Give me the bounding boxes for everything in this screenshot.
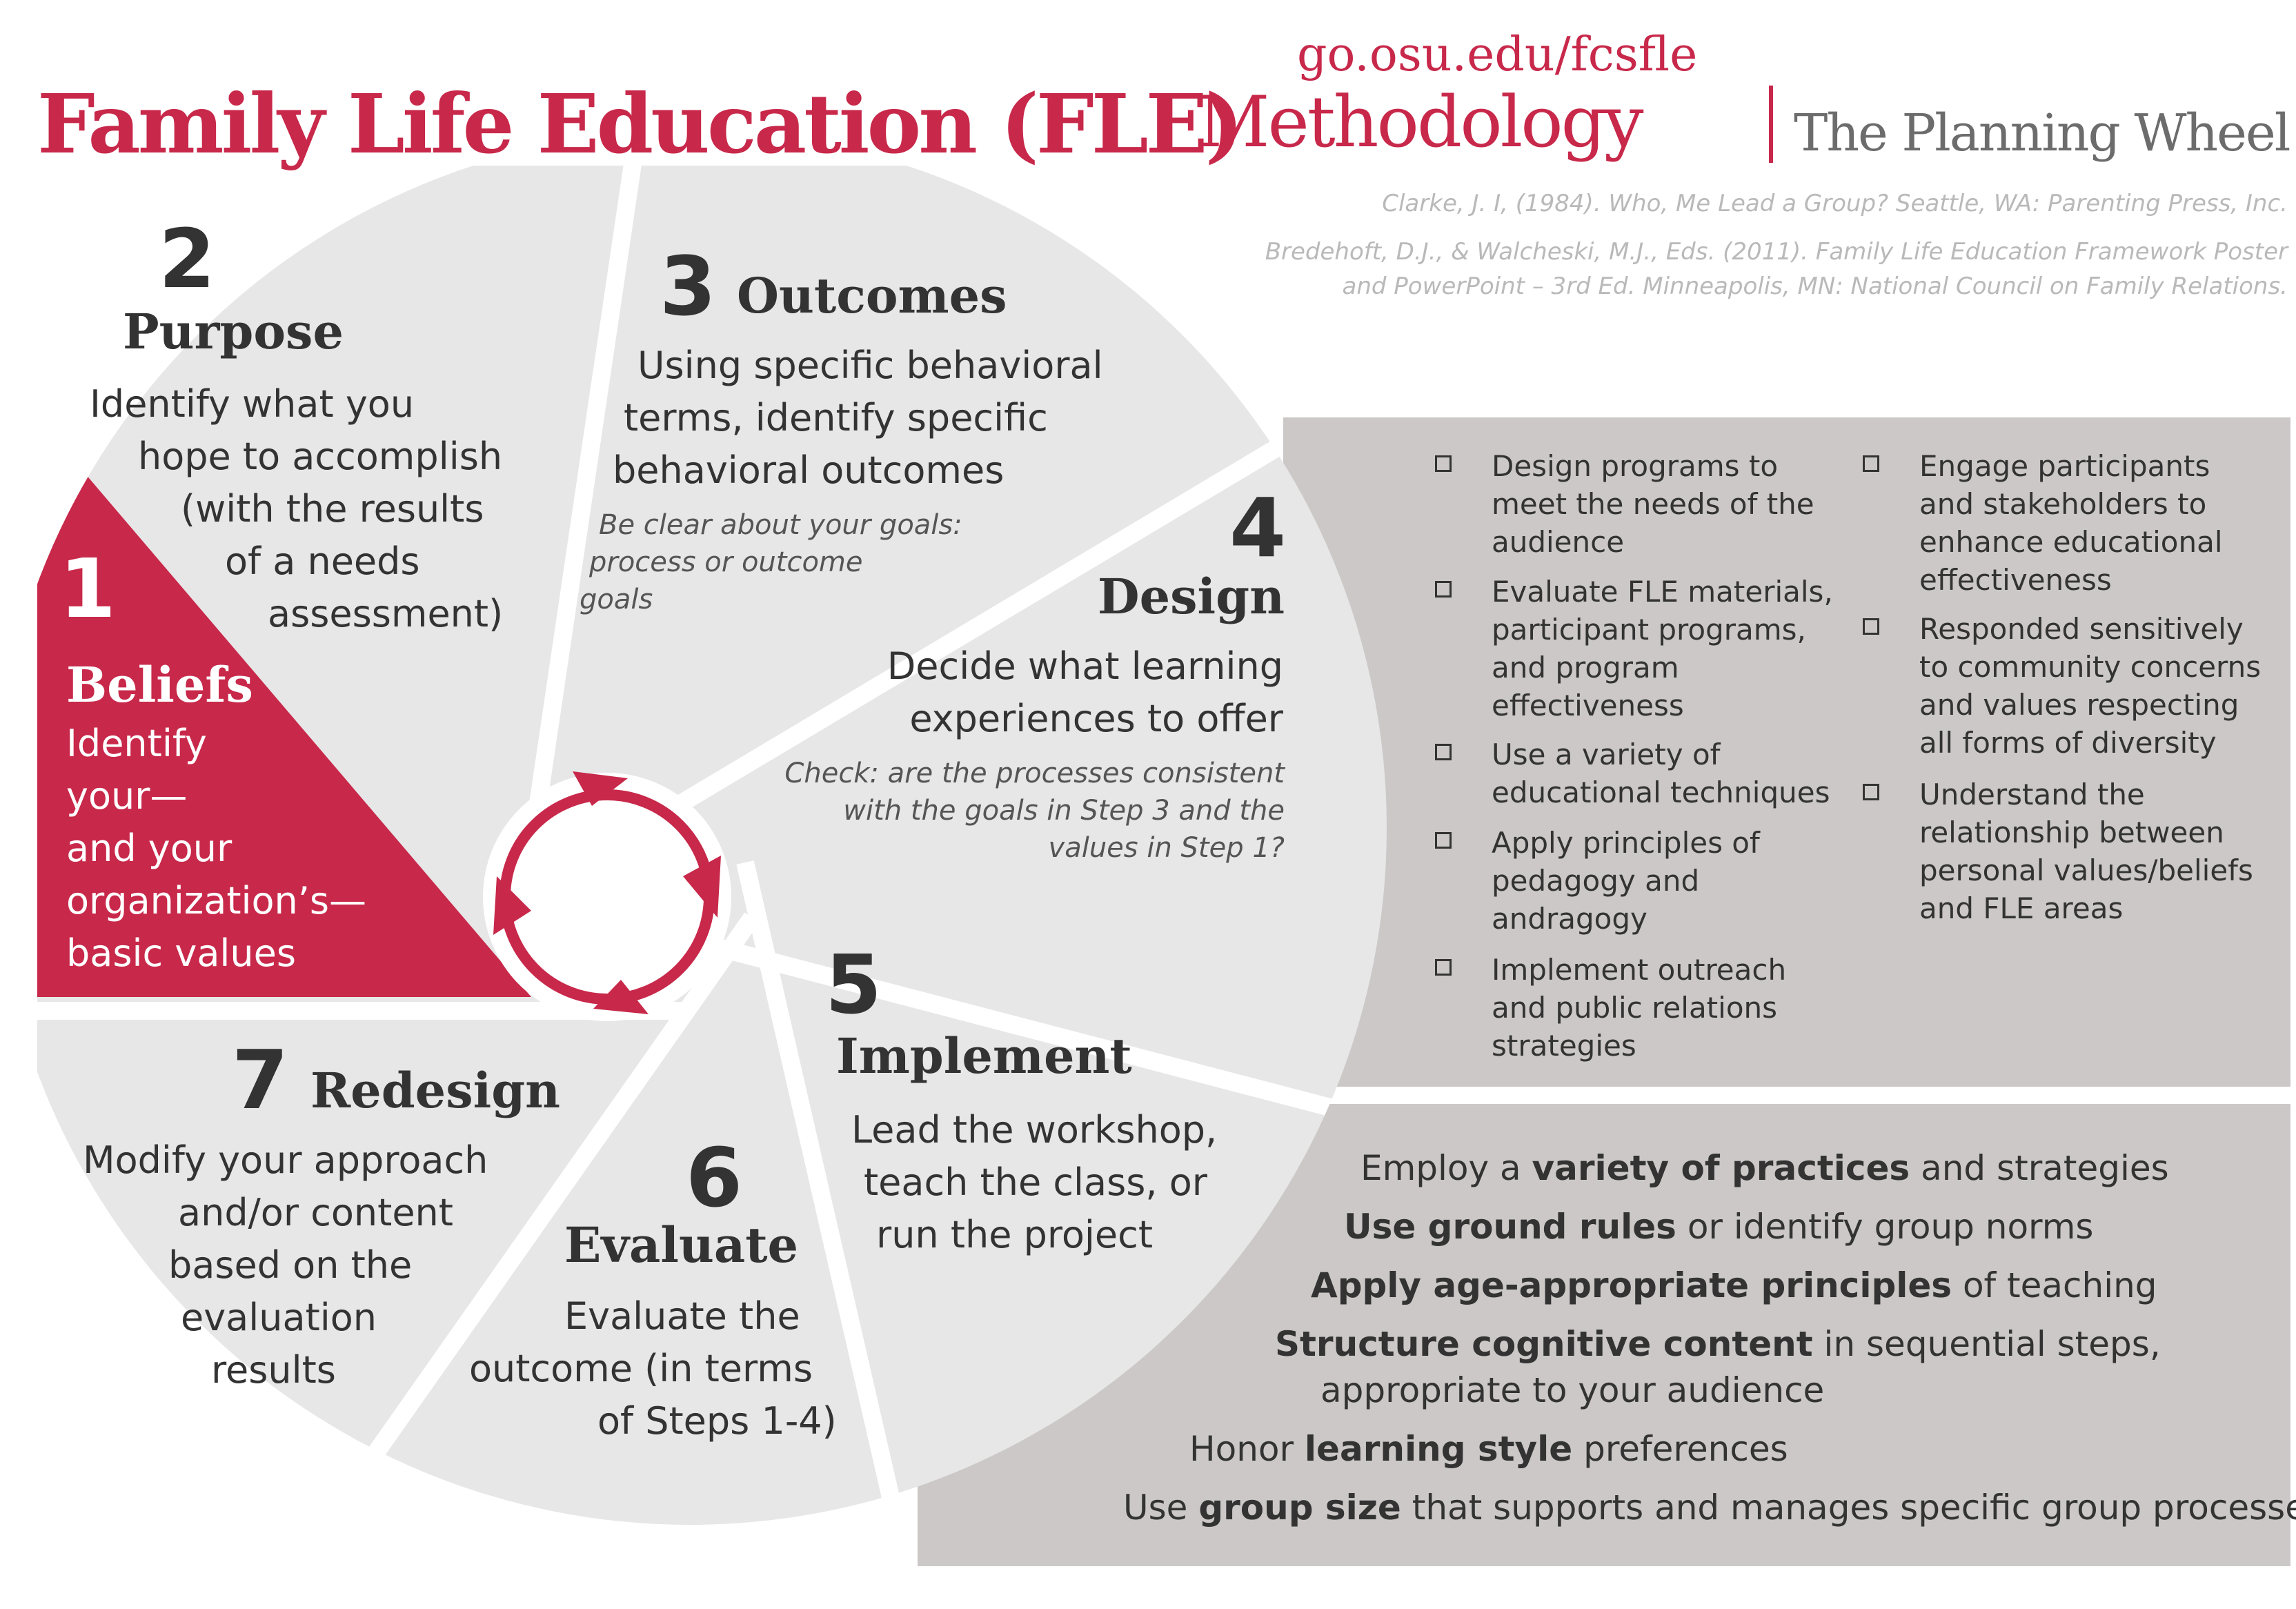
step-3-line: Using specific behavioral	[637, 344, 1103, 387]
step-1-number: 1	[59, 541, 117, 636]
checkbox-icon[interactable]	[1863, 784, 1879, 800]
checklist-item-label: Understand the relationship between pers…	[1919, 778, 2253, 925]
checklist-item[interactable]: Engage participants and stakeholders to …	[1863, 447, 2277, 599]
title-divider	[1769, 86, 1773, 163]
step-3-line: terms, identify specific	[624, 396, 1048, 440]
cycle-arrows-icon	[493, 771, 721, 1014]
checklist-item-label: Use a variety of educational techniques	[1492, 738, 1830, 809]
step-3-note: process or outcome	[589, 546, 863, 578]
step-4-note: with the goals in Step 3 and the	[843, 795, 1285, 827]
practice-item: appropriate to your audience	[1320, 1370, 1825, 1410]
step-7-line: Modify your approach	[83, 1138, 488, 1182]
checkbox-icon[interactable]	[1435, 959, 1452, 976]
step-2-line: hope to accomplish	[138, 435, 503, 478]
step-4-note: Check: are the processes consistent	[784, 758, 1285, 789]
checklist-item[interactable]: Implement outreach and public relations …	[1435, 951, 1835, 1068]
step-5-line: Lead the workshop,	[851, 1108, 1218, 1152]
step-7-line: results	[211, 1348, 336, 1392]
step-5-line: run the project	[876, 1213, 1154, 1256]
step-6-number: 6	[686, 1130, 743, 1225]
citation-1: Clarke, J. I, (1984). Who, Me Lead a Gro…	[1382, 190, 2288, 217]
beliefs-segment	[37, 417, 531, 997]
separator-5-6	[736, 860, 927, 1525]
checklist-item[interactable]: Use a variety of educational techniques	[1435, 736, 1835, 818]
step-4-line: Decide what learning	[887, 644, 1283, 688]
checklist-item[interactable]: Evaluate FLE materials, participant prog…	[1435, 573, 1835, 731]
checkbox-icon[interactable]	[1435, 744, 1452, 760]
checklist-item-label: Design programs to meet the needs of the…	[1492, 449, 1814, 559]
checklist-item[interactable]: Apply principles of pedagogy and andrago…	[1435, 824, 1835, 941]
step-3-title: Outcomes	[737, 267, 1007, 324]
practice-item: Honor learning style preferences	[1189, 1429, 1788, 1469]
step-2-line: of a needs	[225, 540, 420, 583]
step-7-line: evaluation	[181, 1296, 377, 1339]
step-3-line: behavioral outcomes	[613, 448, 1004, 492]
checkbox-icon[interactable]	[1435, 832, 1452, 849]
practice-item: Use ground rules or identify group norms	[1344, 1207, 2094, 1247]
step-5-number: 5	[825, 937, 882, 1032]
checkbox-icon[interactable]	[1435, 581, 1452, 598]
step-3-note: Be clear about your goals:	[599, 509, 962, 541]
step-1-line: Identify	[66, 722, 207, 765]
step-4-title: Design	[1097, 568, 1285, 625]
checklist-item[interactable]: Design programs to meet the needs of the…	[1435, 447, 1835, 564]
wheel-hub	[483, 773, 731, 1021]
checkbox-icon[interactable]	[1863, 618, 1879, 635]
step-5-line: teach the class, or	[864, 1161, 1207, 1204]
citation-2-line-2: and PowerPoint – 3rd Ed. Minneapolis, MN…	[1342, 273, 2288, 300]
step-7-line: and/or content	[178, 1191, 453, 1234]
checklist-item-label: Apply principles of pedagogy and andrago…	[1492, 826, 1760, 936]
step-3-note: goals	[580, 584, 653, 615]
practice-item: Use group size that supports and manages…	[1123, 1488, 2296, 1528]
step-2-number: 2	[159, 211, 216, 306]
checklist-item-label: Implement outreach and public relations …	[1492, 953, 1787, 1063]
step-2-line: Identify what you	[90, 382, 415, 426]
step-1-line: organization’s—	[66, 879, 367, 922]
checklist-item[interactable]: Understand the relationship between pers…	[1863, 776, 2277, 934]
step-1-title: Beliefs	[66, 656, 253, 713]
planning-wheel-title: The Planning Wheel	[1794, 103, 2290, 163]
url-link[interactable]: go.osu.edu/fcsfle	[1297, 28, 1698, 82]
step-6-title: Evaluate	[564, 1216, 799, 1274]
step-7-number: 7	[232, 1032, 289, 1127]
checklist-item-label: Evaluate FLE materials, participant prog…	[1492, 575, 1833, 722]
step-1-line: basic values	[66, 931, 296, 975]
step-1-line: and your	[66, 827, 232, 870]
separator-2-3	[515, 131, 651, 898]
step-4-number: 4	[1229, 480, 1287, 575]
page-title: Family Life Education (FLE)	[37, 76, 1243, 172]
citation-2-line-1: Bredehoft, D.J., & Walcheski, M.J., Eds.…	[1265, 238, 2288, 266]
checklist-item-label: Responded sensitively to community conce…	[1919, 612, 2262, 760]
page-title-methodology: Methodology	[1198, 81, 1644, 164]
step-7-line: based on the	[168, 1243, 413, 1287]
step-6-line: outcome (in terms	[469, 1347, 813, 1390]
step-3-number: 3	[660, 239, 717, 334]
step-6-line: of Steps 1-4)	[597, 1399, 837, 1443]
step-2-title: Purpose	[123, 303, 344, 360]
checkbox-icon[interactable]	[1863, 455, 1879, 472]
step-4-line: experiences to offer	[909, 697, 1283, 740]
step-6-line: Evaluate the	[564, 1294, 800, 1338]
step-4-note: values in Step 1?	[1048, 832, 1285, 864]
step-2-line: (with the results	[181, 487, 484, 531]
step-1-line: your—	[66, 774, 188, 818]
practice-item: Employ a variety of practices and strate…	[1360, 1148, 2169, 1188]
step-2-line: assessment)	[268, 592, 504, 635]
checklist-item-label: Engage participants and stakeholders to …	[1919, 449, 2223, 597]
practice-item: Structure cognitive content in sequentia…	[1275, 1324, 2161, 1364]
step-5-title: Implement	[836, 1027, 1132, 1085]
checkbox-icon[interactable]	[1435, 455, 1452, 472]
practice-item: Apply age-appropriate principles of teac…	[1311, 1265, 2157, 1305]
checklist-item[interactable]: Responded sensitively to community conce…	[1863, 610, 2277, 769]
step-7-title: Redesign	[310, 1062, 561, 1119]
